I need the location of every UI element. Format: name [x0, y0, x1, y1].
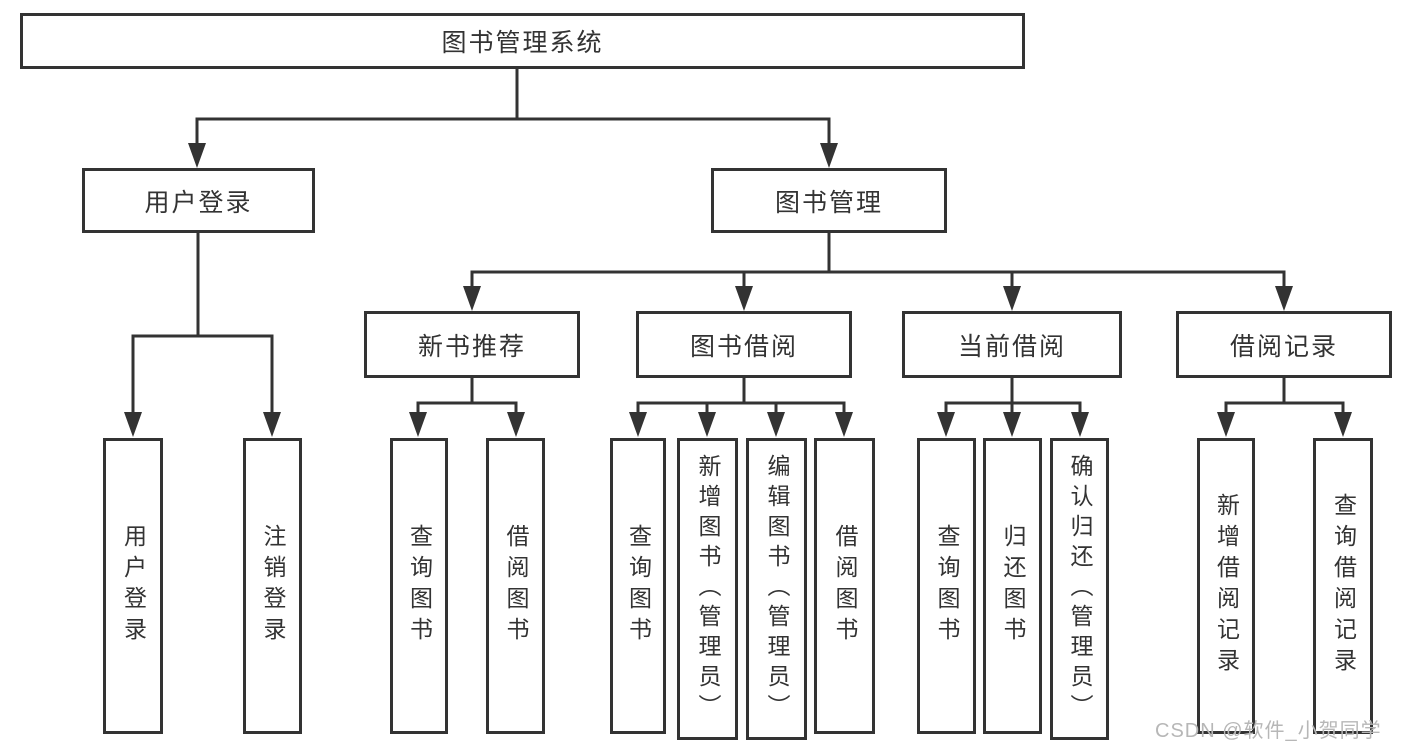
leaf-query-books-3-label: 查询图书 [934, 524, 960, 648]
node-book-management-label: 图书管理 [774, 188, 883, 217]
leaf-add-borrow-record-label: 新增借阅记录 [1213, 493, 1240, 679]
leaf-user-login: 用户登录 [103, 438, 163, 734]
leaf-query-books-1: 查询图书 [390, 438, 448, 734]
node-current-borrowing-label: 当前借阅 [957, 332, 1066, 361]
leaf-borrow-books-2: 借阅图书 [814, 438, 875, 734]
leaf-query-books-3: 查询图书 [917, 438, 976, 734]
leaf-borrow-books-2-label: 借阅图书 [832, 524, 858, 648]
node-library-system: 图书管理系统 [20, 13, 1025, 69]
node-user-login: 用户登录 [82, 168, 315, 233]
leaf-query-books-2: 查询图书 [610, 438, 666, 734]
leaf-query-borrow-record-label: 查询借阅记录 [1330, 493, 1357, 679]
leaf-add-book-admin-label: 新增图书（管理员） [695, 454, 721, 724]
watermark: CSDN @软件_小贺同学 [1155, 720, 1382, 742]
node-book-borrowing-label: 图书借阅 [689, 332, 798, 361]
leaf-borrow-books-1-label: 借阅图书 [503, 524, 529, 648]
leaf-return-books-label: 归还图书 [1000, 524, 1026, 648]
node-user-login-label: 用户登录 [144, 188, 253, 217]
leaf-query-books-2-label: 查询图书 [625, 524, 652, 648]
leaf-borrow-books-1: 借阅图书 [486, 438, 545, 734]
node-borrowing-records-label: 借阅记录 [1229, 332, 1338, 361]
leaf-edit-book-admin: 编辑图书（管理员） [746, 438, 807, 740]
connector-lines [131, 69, 1345, 415]
leaf-logout: 注销登录 [243, 438, 302, 734]
node-book-borrowing: 图书借阅 [636, 311, 852, 378]
leaf-user-login-label: 用户登录 [120, 524, 147, 648]
node-new-book-recommend-label: 新书推荐 [417, 332, 526, 361]
leaf-logout-label: 注销登录 [260, 524, 286, 648]
leaf-query-books-1-label: 查询图书 [406, 524, 433, 648]
node-book-management: 图书管理 [711, 168, 947, 233]
leaf-add-borrow-record: 新增借阅记录 [1197, 438, 1255, 734]
leaf-query-borrow-record: 查询借阅记录 [1313, 438, 1373, 734]
leaf-edit-book-admin-label: 编辑图书（管理员） [764, 454, 790, 724]
node-new-book-recommend: 新书推荐 [364, 311, 580, 378]
node-current-borrowing: 当前借阅 [902, 311, 1122, 378]
node-borrowing-records: 借阅记录 [1176, 311, 1392, 378]
arrow-down-icons [124, 143, 1352, 437]
node-library-system-label: 图书管理系统 [441, 29, 604, 57]
leaf-return-books: 归还图书 [983, 438, 1042, 734]
leaf-confirm-return-admin-label: 确认归还（管理员） [1067, 454, 1093, 724]
leaf-add-book-admin: 新增图书（管理员） [677, 438, 738, 740]
leaf-confirm-return-admin: 确认归还（管理员） [1050, 438, 1109, 740]
